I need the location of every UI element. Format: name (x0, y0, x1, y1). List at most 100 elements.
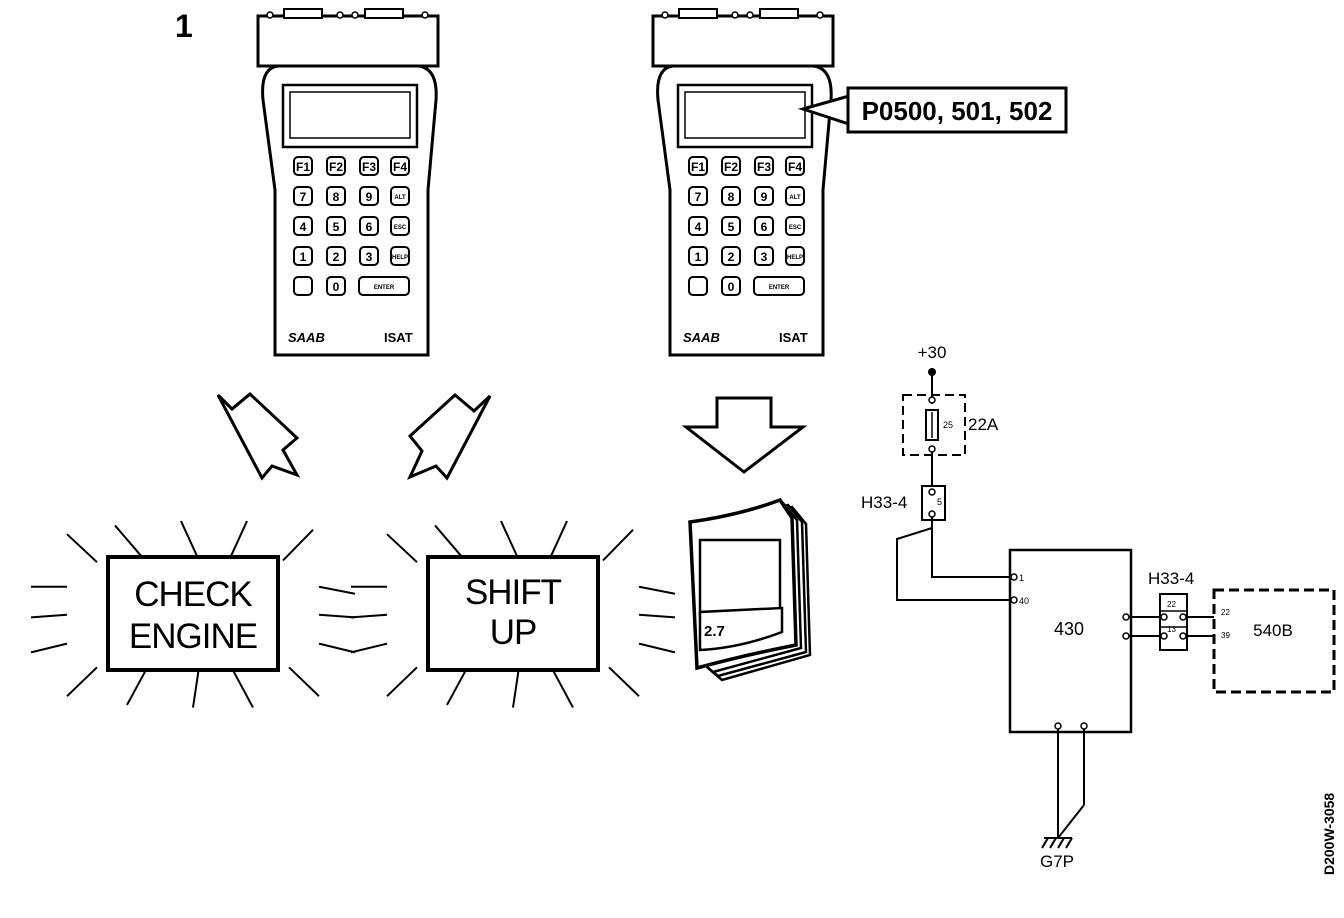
shift-up-ray (602, 529, 634, 562)
tester-right-key-label: 5 (728, 220, 735, 234)
tester-left-key-4 (293, 216, 313, 236)
tester-left-key-label: ESC (394, 225, 407, 231)
tester-right-key-1 (688, 246, 708, 266)
connector-top-label: H33-4 (861, 493, 907, 512)
tester-right-key-f3 (754, 156, 774, 176)
shift-up-ray (386, 666, 418, 697)
connector-right-pin-13: 13 (1167, 625, 1176, 634)
tester-right-key-f1 (688, 156, 708, 176)
connector-top-pin: 5 (937, 497, 942, 507)
tester-left-key-f2 (326, 156, 346, 176)
shift-up-ray (434, 524, 466, 562)
shift-up-ray (350, 642, 388, 654)
wiring-diagram: +30 25 22A 5 H33-4 1 40 430 H33-4 (861, 343, 1336, 871)
shift-up-ray (512, 667, 520, 708)
connector-h33-4-top (921, 485, 946, 521)
check-engine-line1: CHECK (134, 575, 252, 614)
tester-right-key-f4 (785, 156, 805, 176)
connector-right-pin-22: 22 (1167, 600, 1176, 609)
tester-right-key-label: F3 (757, 160, 771, 174)
tester-left-key-blank (293, 276, 313, 296)
arrow-right-down-left (407, 393, 492, 481)
tester-left-key-label: 2 (333, 250, 340, 264)
tester-left-key-alt (390, 186, 410, 206)
tester-left-brand: SAAB (288, 330, 325, 345)
ecu-label: 430 (1054, 619, 1084, 639)
manual-label: 2.7 (704, 623, 725, 640)
tester-right-key-esc (785, 216, 805, 236)
tester-right-key-4 (688, 216, 708, 236)
tester-right-key-enter (753, 276, 805, 296)
tester-left-model: ISAT (384, 330, 413, 345)
tester-left-key-help (390, 246, 410, 266)
shift-up-ray (548, 520, 568, 561)
check-engine-ray (66, 533, 98, 563)
tester-left-key-9 (359, 186, 379, 206)
tester-right-key-7 (688, 186, 708, 206)
tester-left-key-label: F3 (362, 160, 376, 174)
tester-left-key-label: 8 (333, 190, 340, 204)
tester-right-key-alt (785, 186, 805, 206)
shift-up-lamp: SHIFT UP (350, 520, 676, 709)
tester-right-key-label: ENTER (769, 285, 790, 291)
tester-left-key-f4 (390, 156, 410, 176)
tester-left-key-5 (326, 216, 346, 236)
ecu-430 (1008, 548, 1133, 734)
shift-up-ray (608, 666, 640, 697)
arrow-left-down-right (216, 391, 301, 481)
tester-right-key-5 (721, 216, 741, 236)
check-engine-ray (114, 524, 146, 562)
tester-right-key-label: HELP (787, 255, 803, 261)
ground-symbol (1041, 837, 1073, 849)
tester-left-key-6 (359, 216, 379, 236)
tester-left-key-label: ALT (394, 195, 406, 201)
tester-right-key-help (785, 246, 805, 266)
tester-left-key-label: HELP (392, 255, 408, 261)
tester-left-key-label: 6 (366, 220, 373, 234)
shift-up-ray (350, 613, 388, 619)
tester-right-key-label: 1 (695, 250, 702, 264)
tester-right-key-label: F4 (788, 160, 802, 174)
connector-h33-4-right (1159, 593, 1188, 651)
ecu-pin-1: 1 (1019, 573, 1024, 583)
tester-right-key-f2 (721, 156, 741, 176)
shift-up-ray (446, 666, 469, 706)
arrow-down (681, 396, 808, 474)
check-engine-ray (126, 666, 149, 706)
tester-left-key-label: ENTER (374, 285, 395, 291)
tester-right-key-label: 6 (761, 220, 768, 234)
tester-right-key-0 (721, 276, 741, 296)
shift-up-ray (550, 666, 574, 709)
check-engine-line2: ENGINE (129, 617, 257, 656)
fuse-box-22a (902, 394, 966, 456)
check-engine-ray (318, 642, 356, 654)
shift-up-ray (638, 585, 676, 595)
module-label: 540B (1253, 621, 1293, 640)
tester-left-key-1 (293, 246, 313, 266)
shift-up-line2: UP (490, 613, 537, 652)
check-engine-lamp: CHECK ENGINE (30, 520, 356, 709)
check-engine-ray (30, 642, 68, 654)
check-engine-ray (318, 613, 356, 619)
supply-label: +30 (918, 343, 947, 362)
tester-right-key-label: ALT (789, 195, 801, 201)
tester-right-key-label: 9 (761, 190, 768, 204)
module-pin-22: 22 (1221, 608, 1230, 617)
tester-left-key-3 (359, 246, 379, 266)
tester-left-key-8 (326, 186, 346, 206)
tester-left-key-f3 (359, 156, 379, 176)
tester-left-key-label: 4 (300, 220, 307, 234)
tester-right-key-label: F1 (691, 160, 705, 174)
tester-right-key-label: 4 (695, 220, 702, 234)
tester-right-key-6 (754, 216, 774, 236)
tester-left-key-label: 9 (366, 190, 373, 204)
tester-left-key-7 (293, 186, 313, 206)
check-engine-ray (192, 667, 200, 708)
fuse-rating: 25 (943, 420, 953, 430)
check-engine-ray (180, 520, 200, 561)
tester-left-key-enter (358, 276, 410, 296)
shift-up-ray (386, 533, 418, 563)
